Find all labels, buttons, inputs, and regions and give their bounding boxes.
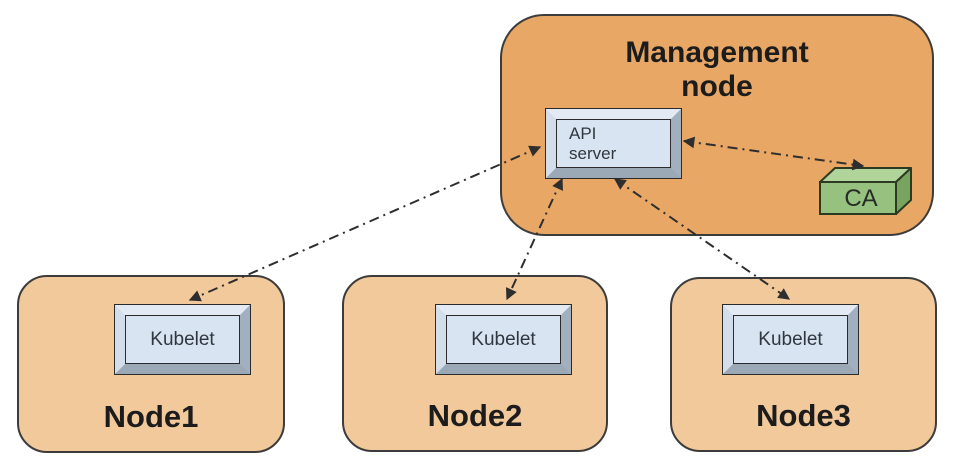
api-server-label: API server xyxy=(556,119,671,168)
node2-box: Kubelet Node2 xyxy=(342,275,608,452)
node1-kubelet-box: Kubelet xyxy=(114,304,251,375)
api-server-box: API server xyxy=(545,108,682,179)
node2-label: Node2 xyxy=(427,398,523,433)
management-node-title-line2: node xyxy=(681,70,753,103)
node3-box: Kubelet Node3 xyxy=(670,277,937,452)
node3-kubelet-bevel: Kubelet xyxy=(723,305,858,374)
api-server-label-line1: API xyxy=(569,123,597,143)
node1-kubelet-label: Kubelet xyxy=(125,315,240,364)
node1-kubelet-bevel: Kubelet xyxy=(115,305,250,374)
node1-label: Node1 xyxy=(103,399,199,434)
node3-kubelet-label: Kubelet xyxy=(733,315,848,364)
api-server-label-line2: server xyxy=(569,143,617,163)
ca-label: CA xyxy=(844,185,877,212)
node2-kubelet-bevel: Kubelet xyxy=(436,305,571,374)
node3-label: Node3 xyxy=(756,398,851,433)
node2-kubelet-label: Kubelet xyxy=(446,315,561,364)
management-node-title: Management node xyxy=(502,36,932,104)
management-node-title-line1: Management xyxy=(625,36,809,69)
management-node-box: Management node API server CA xyxy=(500,14,934,236)
api-server-bevel: API server xyxy=(546,109,681,178)
ca-box: CA xyxy=(819,167,912,215)
node2-kubelet-box: Kubelet xyxy=(435,304,572,375)
node1-box: Kubelet Node1 xyxy=(17,275,285,453)
ca-front-face xyxy=(819,181,897,215)
node3-kubelet-box: Kubelet xyxy=(722,304,859,375)
